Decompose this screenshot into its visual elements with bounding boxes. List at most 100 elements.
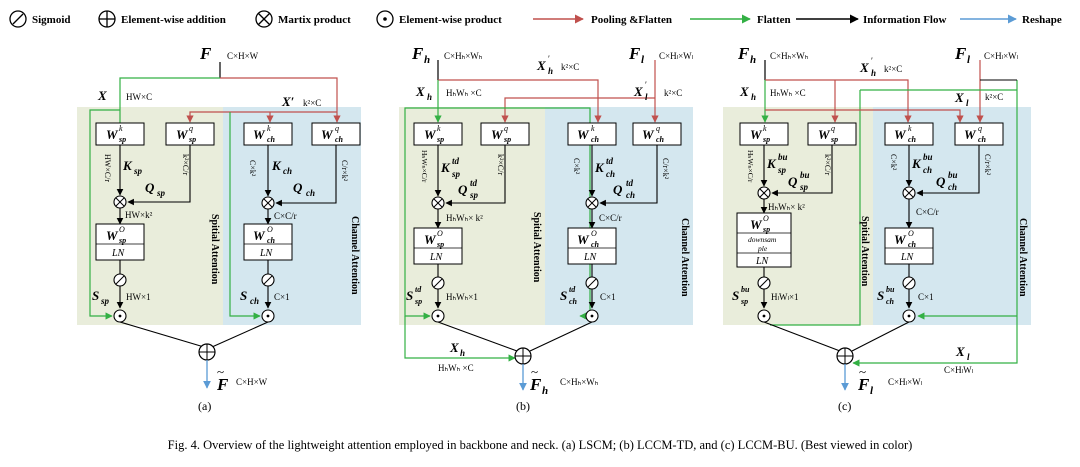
svg-text:sp: sp bbox=[118, 135, 126, 144]
svg-text:k²×C/r: k²×C/r bbox=[181, 154, 190, 175]
svg-text:sp: sp bbox=[762, 225, 770, 234]
legend-sigmoid: Sigmoid bbox=[32, 14, 71, 26]
a-addition bbox=[198, 343, 216, 361]
svg-text:ch: ch bbox=[591, 240, 600, 249]
svg-text:sp: sp bbox=[451, 169, 461, 179]
svg-text:C×C/r: C×C/r bbox=[599, 213, 622, 223]
c-w-sp-q: W bbox=[818, 127, 831, 142]
b-w-sp-q: W bbox=[491, 127, 504, 142]
svg-text:ch: ch bbox=[250, 296, 259, 306]
svg-text:td: td bbox=[470, 178, 478, 188]
a-output: F bbox=[216, 375, 229, 394]
b-wo-sp: W bbox=[424, 232, 437, 247]
a-channel-label: Channel Attention bbox=[349, 216, 360, 295]
svg-text:′: ′ bbox=[548, 54, 550, 64]
svg-text:sp: sp bbox=[830, 135, 838, 144]
svg-text:sp: sp bbox=[414, 297, 422, 306]
svg-text:ch: ch bbox=[908, 135, 917, 144]
svg-text:sp: sp bbox=[100, 296, 110, 306]
b-k-ch: K bbox=[594, 160, 605, 175]
svg-text:td: td bbox=[569, 285, 576, 294]
svg-text:ch: ch bbox=[656, 135, 665, 144]
svg-text:l: l bbox=[967, 54, 971, 66]
b-output: F bbox=[529, 375, 542, 394]
a-w-sp-q: W bbox=[176, 127, 189, 142]
svg-text:k: k bbox=[908, 124, 912, 133]
b-spatial-label: Spitial Attention bbox=[531, 212, 542, 283]
a-wo-sp: W bbox=[106, 228, 119, 243]
svg-text:h: h bbox=[871, 68, 876, 78]
svg-text:sp: sp bbox=[188, 135, 196, 144]
panel-b: F h C×Hₕ×Wₕ F l C×Hₗ×Wₗ X ′ h k²×C X ′ l… bbox=[399, 44, 694, 413]
svg-text:ple: ple bbox=[757, 244, 768, 253]
c-xl: X bbox=[954, 90, 964, 105]
svg-text:ch: ch bbox=[978, 135, 987, 144]
svg-text:sp: sp bbox=[740, 297, 748, 306]
svg-text:h: h bbox=[460, 348, 465, 358]
svg-text:C×Hₕ×Wₕ: C×Hₕ×Wₕ bbox=[770, 51, 809, 61]
svg-text:′: ′ bbox=[871, 56, 873, 66]
svg-text:C×1: C×1 bbox=[918, 292, 934, 302]
svg-text:sp: sp bbox=[436, 135, 444, 144]
svg-text:sp: sp bbox=[799, 182, 809, 192]
svg-text:ch: ch bbox=[283, 166, 292, 176]
svg-text:ch: ch bbox=[606, 169, 615, 179]
svg-text:q: q bbox=[504, 124, 508, 133]
element-product-icon bbox=[376, 10, 394, 28]
b-s-ch: S bbox=[560, 288, 567, 303]
legend-info: Information Flow bbox=[863, 14, 946, 26]
c-w-sp-k: W bbox=[750, 127, 763, 142]
svg-text:HₕWₕ×C/r: HₕWₕ×C/r bbox=[746, 150, 755, 183]
svg-text:ch: ch bbox=[886, 297, 895, 306]
c-downsample: downsam bbox=[748, 235, 777, 244]
b-product-sp bbox=[431, 309, 445, 323]
svg-text:HₕWₕ× k²: HₕWₕ× k² bbox=[768, 202, 805, 212]
legend: Sigmoid Element-wise addition Martix pro… bbox=[9, 10, 1062, 28]
svg-text:~: ~ bbox=[531, 364, 538, 379]
c-addition bbox=[836, 347, 854, 365]
c-matrix-ch bbox=[902, 186, 916, 200]
svg-text:h: h bbox=[424, 54, 430, 66]
svg-text:sp: sp bbox=[436, 240, 444, 249]
svg-text:HₕWₕ ×C: HₕWₕ ×C bbox=[770, 88, 806, 98]
svg-text:bu: bu bbox=[923, 152, 933, 162]
sigmoid-icon bbox=[9, 10, 27, 28]
svg-text:sp: sp bbox=[118, 236, 126, 245]
a-input: F bbox=[199, 44, 212, 63]
a-x-dim: HW×C bbox=[126, 92, 152, 102]
svg-text:C×Hₗ×Wₗ: C×Hₗ×Wₗ bbox=[888, 377, 923, 387]
a-matrix-ch bbox=[261, 196, 275, 210]
b-sigmoid-ch bbox=[585, 276, 599, 290]
b-xhp: X bbox=[536, 58, 546, 73]
svg-text:C×k²: C×k² bbox=[248, 160, 257, 177]
c-matrix-sp bbox=[757, 186, 771, 200]
svg-text:C×Hₗ×Wₗ: C×Hₗ×Wₗ bbox=[984, 51, 1019, 61]
a-w-sp-k: W bbox=[106, 127, 119, 142]
svg-text:q: q bbox=[831, 124, 835, 133]
addition-icon bbox=[98, 10, 116, 28]
c-product-ch bbox=[902, 309, 916, 323]
legend-reshape: Reshape bbox=[1022, 14, 1062, 26]
b-w-sp-k: W bbox=[424, 127, 437, 142]
c-xl2: X bbox=[955, 344, 965, 359]
svg-text:k²×C: k²×C bbox=[664, 88, 682, 98]
svg-text:HₕWₕ×C/r: HₕWₕ×C/r bbox=[420, 150, 429, 183]
c-fh: F bbox=[737, 44, 750, 63]
svg-text:LN: LN bbox=[900, 252, 915, 263]
a-input-dim: C×H×W bbox=[227, 51, 259, 61]
svg-text:C×Hₕ×Wₕ: C×Hₕ×Wₕ bbox=[560, 377, 599, 387]
svg-text:C/r×k²: C/r×k² bbox=[340, 160, 349, 182]
c-fl: F bbox=[954, 44, 967, 63]
svg-text:HₕWₕ×1: HₕWₕ×1 bbox=[446, 292, 478, 302]
svg-text:′: ′ bbox=[645, 80, 647, 90]
svg-text:C×C/r: C×C/r bbox=[274, 211, 297, 221]
legend-flatten: Flatten bbox=[757, 14, 791, 26]
a-matrix-sp bbox=[113, 195, 127, 209]
svg-text:~: ~ bbox=[217, 364, 224, 379]
svg-text:O: O bbox=[119, 225, 125, 234]
c-wo-ch: W bbox=[894, 232, 907, 247]
svg-text:q: q bbox=[656, 124, 660, 133]
b-channel-label: Channel Attention bbox=[679, 218, 690, 297]
svg-text:LN: LN bbox=[111, 248, 126, 259]
svg-text:LN: LN bbox=[259, 248, 274, 259]
